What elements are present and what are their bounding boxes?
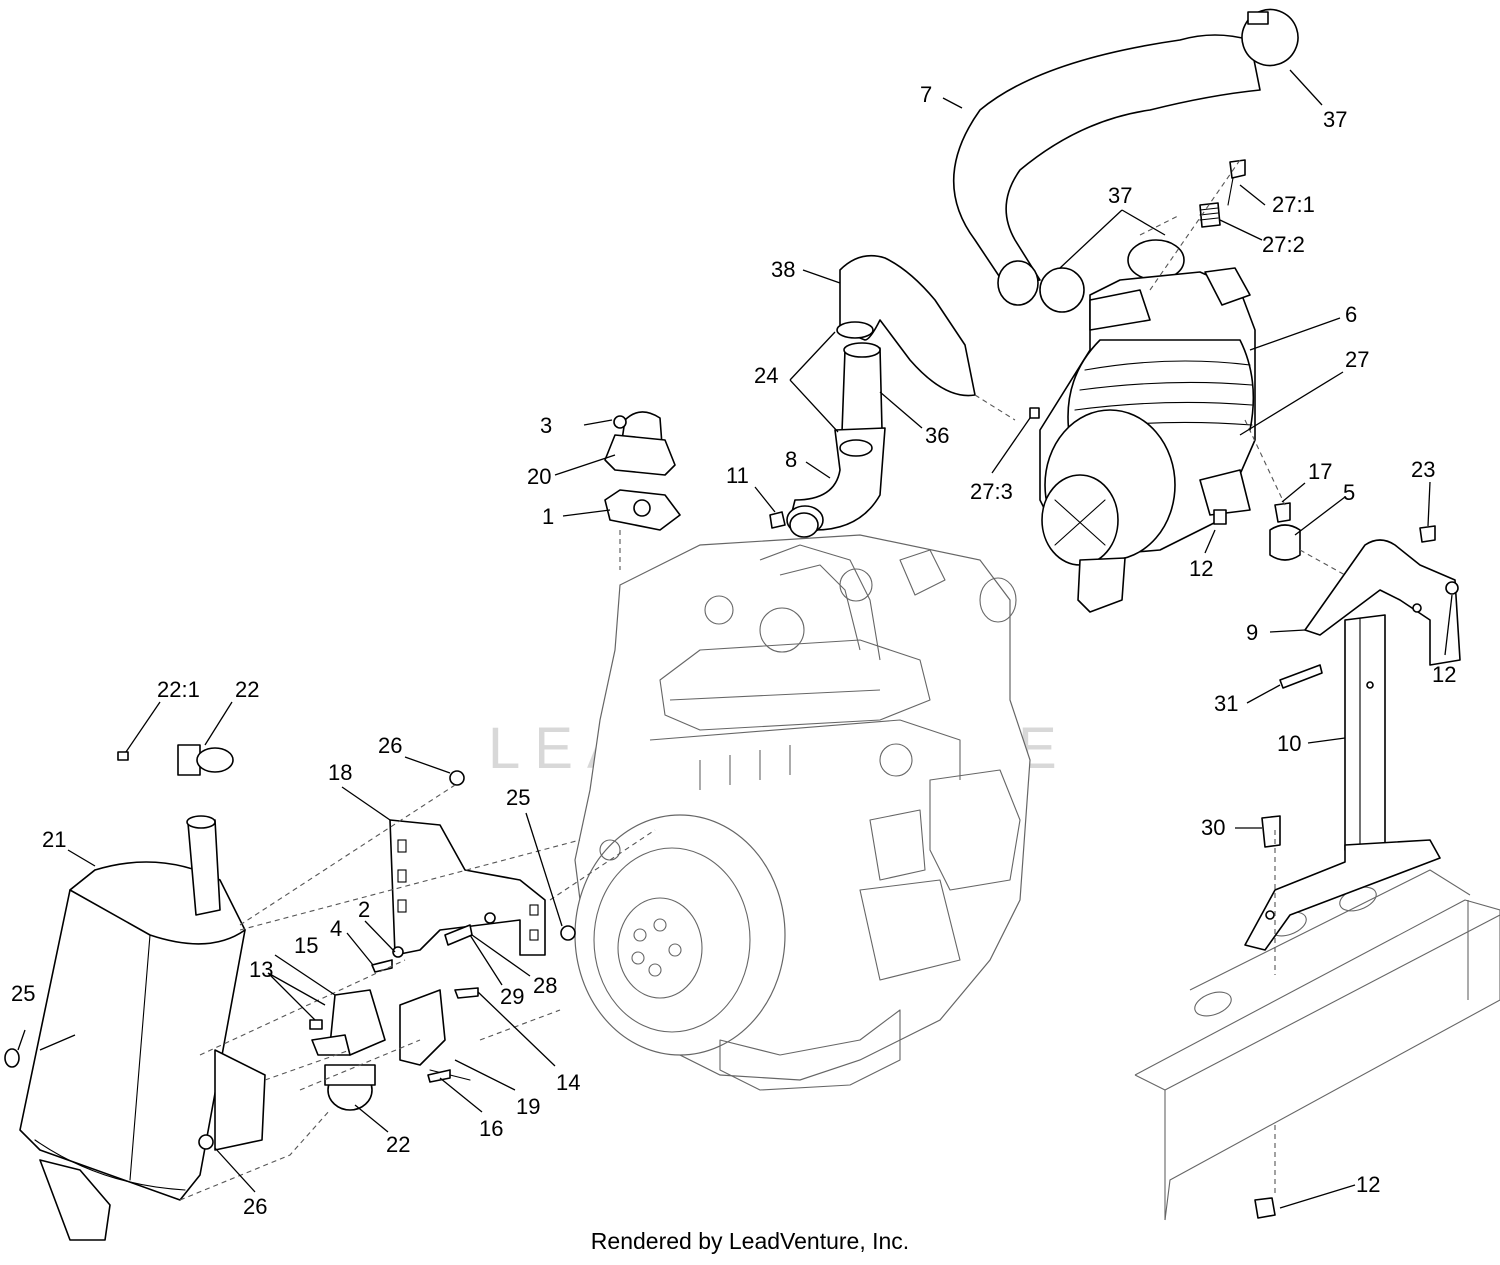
callout-21: 21 [42,827,66,852]
air-cleaner [1039,267,1256,613]
callout-37-mid: 37 [1108,183,1132,208]
callout-16: 16 [479,1116,503,1141]
callout-26-bottom: 26 [243,1194,267,1219]
callout-12-cleaner: 12 [1189,556,1213,581]
callout-8: 8 [785,447,797,472]
nut-27-3 [1029,407,1040,419]
callout-10: 10 [1277,731,1301,756]
callout-25-mid: 25 [506,785,530,810]
screw-27-1 [1227,159,1246,206]
callout-27: 27 [1345,347,1369,372]
callout-5: 5 [1343,480,1355,505]
callout-27-3: 27:3 [970,479,1013,504]
intake-hose-7 [952,8,1299,306]
callout-37-top: 37 [1323,107,1347,132]
callout-22-top: 22 [235,677,259,702]
callout-18: 18 [328,760,352,785]
clamp-24-lower [789,512,819,538]
callout-12-bottom: 12 [1356,1172,1380,1197]
callout-11: 11 [726,463,749,488]
nut-12-bottom [1254,1197,1276,1219]
callout-2: 2 [358,897,370,922]
callout-27-1: 27:1 [1272,192,1315,217]
post-10 [1244,614,1441,951]
callout-19: 19 [516,1094,540,1119]
callout-24: 24 [754,363,778,388]
leader-lines [17,69,1453,1209]
callout-14: 14 [556,1070,580,1095]
spring-27-2 [1199,202,1221,228]
callout-12-bracket: 12 [1432,662,1456,687]
bracket-9 [1304,525,1461,666]
callout-22-bottom: 22 [386,1132,410,1157]
bolt-30 [1261,815,1281,848]
tube-36 [841,342,883,433]
clamp-24-upper [839,439,873,457]
frame-rail [1134,869,1500,1221]
callout-30: 30 [1201,815,1225,840]
bracket-15 [309,989,386,1056]
stud-17 [1274,502,1291,523]
callout-36: 36 [925,423,949,448]
callout-15: 15 [294,933,318,958]
exhaust-elbow [604,411,681,531]
callout-13: 13 [249,957,273,982]
muffler [19,815,266,1241]
callout-26-top: 26 [378,733,402,758]
footer-credit: Rendered by LeadVenture, Inc. [590,1228,910,1254]
nut-12-cleaner [1213,509,1227,525]
callout-23: 23 [1411,457,1435,482]
callout-25-left: 25 [11,981,35,1006]
callout-3: 3 [540,413,552,438]
isolator-5 [1269,524,1301,561]
clamp-11 [769,511,786,529]
callout-6: 6 [1345,302,1357,327]
callout-9: 9 [1246,620,1258,645]
engine-block [574,534,1031,1091]
callout-7: 7 [920,82,932,107]
clamp-22-bottom [324,1064,376,1111]
callout-29: 29 [500,984,524,1009]
callout-labels: 7 37 37 27:1 27:2 38 6 27 24 3 36 8 20 1… [11,82,1456,1219]
bolt-31 [1279,664,1323,689]
bracket-19 [399,989,471,1081]
callout-1: 1 [542,504,554,529]
clamp-37-lower [1039,239,1185,313]
callout-28: 28 [533,973,557,998]
callout-38: 38 [771,257,795,282]
bracket-18 [4,770,576,1150]
callout-4: 4 [330,916,342,941]
callout-31: 31 [1214,691,1238,716]
callout-17: 17 [1308,459,1332,484]
intake-hose-38 [836,254,976,397]
callout-22-1: 22:1 [157,677,200,702]
callout-20: 20 [527,464,551,489]
clamp-22-top [117,744,234,776]
callout-27-2: 27:2 [1262,232,1305,257]
